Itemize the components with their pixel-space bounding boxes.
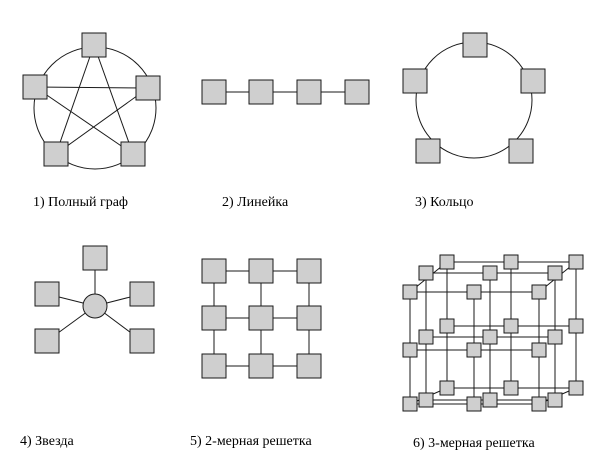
node [439,254,455,270]
node [344,79,370,105]
node [402,396,418,412]
edge [34,86,134,155]
node [503,318,519,334]
node [402,342,418,358]
star-diagram [34,245,155,354]
node [201,79,227,105]
node [296,258,322,284]
node [34,281,60,307]
node [508,138,534,164]
node [439,318,455,334]
node [82,245,108,271]
node [531,284,547,300]
node [22,74,48,100]
node [248,79,274,105]
caption-ring: 3) Кольцо [415,195,474,210]
node [129,281,155,307]
node [34,328,60,354]
caption-line: 2) Линейка [222,195,289,210]
node [81,32,107,58]
node [531,396,547,412]
node [482,265,498,281]
node [296,79,322,105]
node [120,141,146,167]
node [520,68,546,94]
node [201,305,227,331]
node [568,380,584,396]
node [248,305,274,331]
edge [93,44,134,155]
edge [34,86,149,89]
node [547,265,563,281]
node [466,284,482,300]
mesh3d-diagram [402,254,584,412]
node [418,392,434,408]
node [201,258,227,284]
edge [55,44,95,155]
node [296,353,322,379]
full-graph-diagram [22,32,161,170]
node [503,254,519,270]
node [135,75,161,101]
line-diagram [201,79,370,105]
caption-star: 4) Звезда [20,434,74,449]
node [466,396,482,412]
node [547,329,563,345]
node [482,392,498,408]
node [296,305,322,331]
node [248,258,274,284]
node [201,353,227,379]
node [129,328,155,354]
node [415,138,441,164]
node [418,329,434,345]
caption-full-graph: 1) Полный граф [33,195,128,210]
star-hub [82,293,108,319]
node [547,392,563,408]
node [462,32,488,58]
caption-mesh3d: 6) 3-мерная решетка [413,436,535,451]
full-graph-edges [34,44,149,155]
mesh2d-diagram [201,258,322,379]
ring-diagram [402,32,546,164]
node [568,254,584,270]
node [466,342,482,358]
node [402,68,428,94]
node [568,318,584,334]
node [402,284,418,300]
node [43,141,69,167]
node [482,329,498,345]
node [439,380,455,396]
node [531,342,547,358]
node [503,380,519,396]
caption-mesh2d: 5) 2-мерная решетка [190,434,312,449]
edge [55,87,149,155]
node [248,353,274,379]
node [418,265,434,281]
